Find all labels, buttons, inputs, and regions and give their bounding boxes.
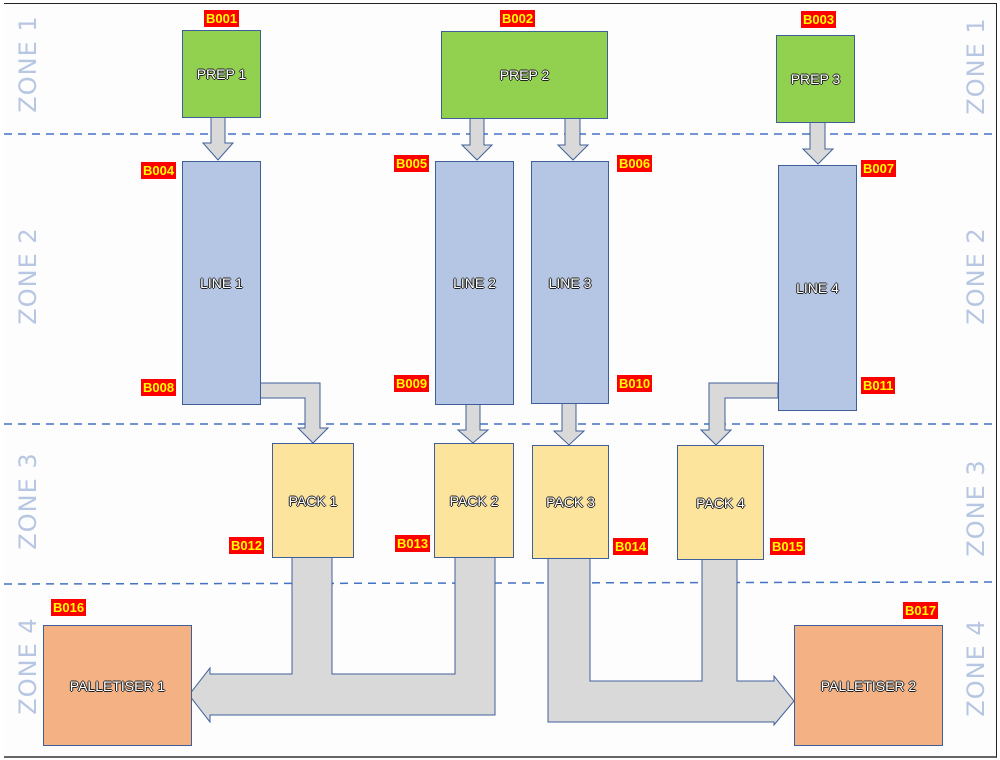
zone-label-left-4: ZONE 4 <box>14 617 42 715</box>
line-4-label: LINE 4 <box>796 280 839 296</box>
pack-1-label: PACK 1 <box>288 492 338 509</box>
tag-b011: B011 <box>861 377 896 394</box>
zone-label-left-1: ZONE 1 <box>14 15 42 113</box>
pack-4-box[interactable]: PACK 4 <box>677 445 764 560</box>
palletiser-2-label: PALLETISER 2 <box>820 677 917 694</box>
tag-b006: B006 <box>617 155 653 172</box>
line-3-box[interactable]: LINE 3 <box>531 161 609 404</box>
palletiser-2-box[interactable]: PALLETISER 2 <box>794 625 943 746</box>
line-1-box[interactable]: LINE 1 <box>182 161 261 405</box>
arrow-packs34-palletiser2 <box>547 555 795 727</box>
pack-3-label: PACK 3 <box>546 494 595 510</box>
tag-b014: B014 <box>613 538 649 555</box>
palletiser-1-box[interactable]: PALLETISER 1 <box>43 625 192 746</box>
prep-3-label: PREP 3 <box>790 71 841 87</box>
arrow-packs12-palletiser1 <box>188 555 496 724</box>
zone-label-right-4: ZONE 4 <box>962 619 990 717</box>
zone-label-right-1: ZONE 1 <box>962 17 990 115</box>
zone-label-right-3: ZONE 3 <box>962 459 990 557</box>
prep-2-label: PREP 2 <box>499 67 550 83</box>
arrow-line1-pack1 <box>259 382 330 444</box>
tag-b008: B008 <box>141 379 177 396</box>
arrow-line2-pack2 <box>456 403 490 444</box>
tag-b001: B001 <box>204 10 240 27</box>
pack-2-box[interactable]: PACK 2 <box>434 443 514 558</box>
arrow-prep1-line1 <box>201 116 235 161</box>
tag-b012: B012 <box>229 537 265 554</box>
line-1-label: LINE 1 <box>200 275 243 291</box>
zone-label-left-2: ZONE 2 <box>14 227 42 325</box>
prep-1-box[interactable]: PREP 1 <box>182 30 261 118</box>
tag-b007: B007 <box>861 160 897 177</box>
arrow-prep2-line2 <box>460 116 494 161</box>
arrow-line3-pack3 <box>552 402 586 446</box>
tag-b015: B015 <box>770 538 806 555</box>
zone-label-right-2: ZONE 2 <box>962 227 990 325</box>
line-4-box[interactable]: LINE 4 <box>778 165 857 411</box>
tag-b005: B005 <box>394 155 430 172</box>
tag-b017: B017 <box>903 602 939 619</box>
arrow-prep3-line4 <box>801 121 835 165</box>
tag-b013: B013 <box>395 535 431 552</box>
arrow-prep2-line3 <box>556 117 590 161</box>
prep-1-label: PREP 1 <box>196 66 247 82</box>
line-2-label: LINE 2 <box>453 275 496 291</box>
palletiser-1-label: PALLETISER 1 <box>69 677 166 694</box>
arrow-line4-pack4 <box>699 382 779 446</box>
tag-b004: B004 <box>141 162 177 179</box>
line-2-box[interactable]: LINE 2 <box>435 161 514 405</box>
pack-2-label: PACK 2 <box>449 492 499 509</box>
prep-2-box[interactable]: PREP 2 <box>441 31 608 119</box>
zone-label-left-3: ZONE 3 <box>14 452 42 550</box>
tag-b002: B002 <box>500 10 536 27</box>
pack-4-label: PACK 4 <box>696 494 745 511</box>
tag-b009: B009 <box>394 375 430 392</box>
prep-3-box[interactable]: PREP 3 <box>776 35 855 123</box>
tag-b016: B016 <box>51 599 87 616</box>
pack-3-box[interactable]: PACK 3 <box>532 445 609 559</box>
tag-b010: B010 <box>617 375 653 392</box>
zone-divider-3-4 <box>3 581 997 585</box>
pack-1-box[interactable]: PACK 1 <box>272 443 354 558</box>
tag-b003: B003 <box>801 11 837 28</box>
line-3-label: LINE 3 <box>548 274 592 291</box>
